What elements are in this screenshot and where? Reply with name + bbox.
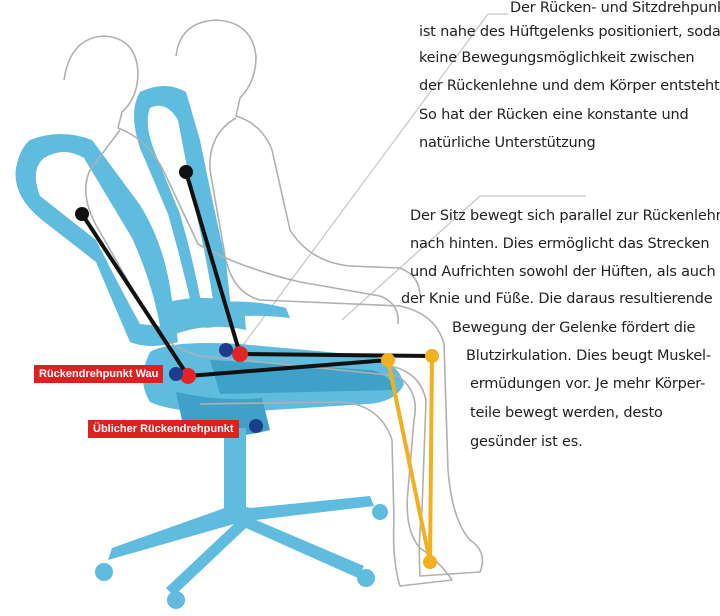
leg-levers	[386, 354, 434, 564]
chair-backrest-rear	[15, 134, 178, 346]
leg-lever-knee-reclined	[386, 358, 432, 564]
leg-lever-knee-upright	[428, 354, 434, 564]
lever-usual-upper	[80, 212, 190, 378]
pivot-wau-red	[232, 346, 248, 362]
label-pivot-usual: Üblicher Rückendrehpunkt	[88, 420, 239, 438]
paragraph-top-line: keine Bewegungsmöglichkeit zwischen	[419, 50, 695, 66]
lever-wau-upper	[184, 170, 242, 356]
paragraph-bottom-line: nach hinten. Dies ermöglicht das Strecke…	[410, 236, 710, 252]
chair-caster	[372, 504, 388, 520]
chair-caster	[357, 569, 375, 587]
pivot-levers	[80, 170, 434, 378]
leader-line-top	[237, 13, 508, 353]
chair-caster	[95, 563, 113, 581]
paragraph-bottom-line: teile bewegt werden, desto	[470, 405, 663, 421]
paragraph-bottom-line: ermüdungen vor. Je mehr Körper-	[470, 376, 706, 392]
chair-caster	[167, 591, 185, 609]
chair-armrest	[190, 301, 290, 322]
paragraph-top-line: Der Rücken- und Sitzdrehpunkt	[510, 0, 720, 16]
paragraph-bottom-line: gesünder ist es.	[470, 434, 583, 450]
paragraph-bottom-line: Blutzirkulation. Dies beugt Muskel-	[466, 348, 711, 364]
pivot-wau-blue	[219, 343, 233, 357]
paragraph-top-line: der Rückenlehne und dem Körper entsteht.	[419, 78, 720, 94]
office-chair	[15, 86, 404, 609]
joint-head-upright	[179, 165, 193, 179]
paragraph-bottom-line: der Knie und Füße. Die daraus resultiere…	[401, 291, 713, 307]
label-pivot-wau: Rückendrehpunkt Wau	[34, 365, 164, 383]
chair-backrest-front	[134, 86, 232, 328]
paragraph-bottom-line: Der Sitz bewegt sich parallel zur Rücken…	[410, 208, 720, 224]
joints	[75, 165, 439, 569]
joint-knee-upright	[425, 349, 439, 363]
lever-seat-wau	[238, 352, 434, 358]
pivot-usual-red	[180, 368, 196, 384]
pivot-usual-blue	[169, 367, 183, 381]
chair-seat-front	[210, 360, 394, 394]
chair-column	[224, 428, 246, 508]
paragraph-top-line: So hat der Rücken eine konstante und	[419, 107, 689, 123]
paragraph-bottom-line: und Aufrichten sowohl der Hüften, als au…	[410, 264, 716, 280]
joint-head-reclined	[75, 207, 89, 221]
joint-knee-reclined	[381, 353, 395, 367]
lever-seat-usual	[186, 358, 390, 378]
paragraph-top-line: natürliche Unterstützung	[419, 135, 596, 151]
paragraph-bottom-line: Bewegung der Gelenke fördert die	[452, 320, 696, 336]
chair-base	[108, 496, 374, 596]
leader-lines	[237, 13, 586, 353]
leader-line-bottom	[341, 195, 586, 321]
pivot-usual-lower-blue	[249, 419, 263, 433]
joint-ankle	[423, 555, 437, 569]
paragraph-top-line: ist nahe des Hüftgelenks positioniert, s…	[419, 24, 720, 40]
